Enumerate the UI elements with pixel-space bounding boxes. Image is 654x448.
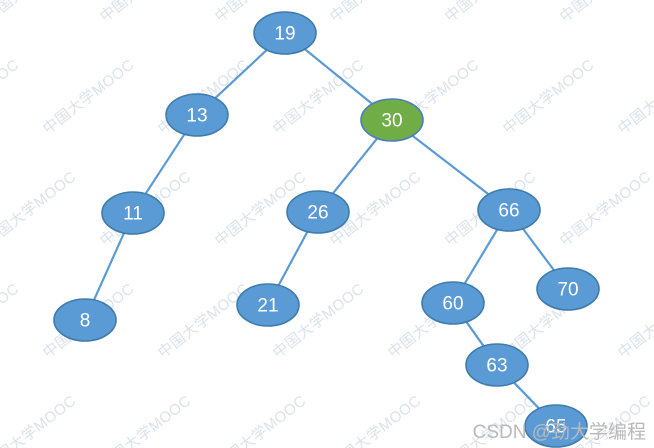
node-ellipse-highlighted: [360, 98, 424, 142]
tree-edge: [303, 48, 374, 105]
node-label: 11: [123, 204, 143, 225]
node-label: 60: [442, 294, 463, 315]
node-label: 70: [557, 280, 578, 301]
tree-edge: [465, 320, 485, 348]
tree-node-8[interactable]: 8: [53, 298, 117, 342]
tree-edge: [463, 228, 499, 285]
node-label: 65: [545, 417, 566, 438]
tree-node-30[interactable]: 30: [360, 98, 424, 142]
node-label: 21: [257, 296, 278, 317]
tree-edge: [512, 381, 541, 410]
tree-node-19[interactable]: 19: [253, 11, 317, 55]
node-ellipse: [286, 190, 350, 234]
node-label: 13: [186, 106, 207, 127]
node-ellipse: [53, 298, 117, 342]
csdn-watermark: CSDN @劲大学编程: [472, 422, 646, 443]
tree-nodes: 19 13 30 11 26 66 8 21 60 70 63 65: [53, 11, 600, 448]
node-ellipse: [253, 11, 317, 55]
tree-edge: [411, 134, 490, 196]
tree-node-11[interactable]: 11: [101, 191, 165, 235]
node-ellipse: [524, 404, 588, 448]
node-ellipse: [421, 281, 485, 325]
tree-edge: [277, 230, 309, 287]
tree-edge: [92, 231, 126, 302]
node-ellipse: [101, 191, 165, 235]
tree-node-70[interactable]: 70: [536, 267, 600, 311]
node-ellipse: [536, 267, 600, 311]
tree-edge: [331, 137, 379, 195]
tree-node-63[interactable]: 63: [465, 343, 529, 387]
node-ellipse: [477, 188, 541, 232]
tree-node-60[interactable]: 60: [421, 281, 485, 325]
tree-edge: [214, 48, 268, 100]
tree-edge: [521, 227, 556, 272]
node-ellipse: [165, 93, 229, 137]
tree-edges: [92, 48, 556, 410]
node-ellipse: [465, 343, 529, 387]
node-label: 30: [381, 111, 402, 132]
tree-node-13[interactable]: 13: [165, 93, 229, 137]
node-ellipse: [236, 283, 300, 327]
tree-node-21[interactable]: 21: [236, 283, 300, 327]
node-label: 26: [307, 203, 328, 224]
tree-node-66[interactable]: 66: [477, 188, 541, 232]
tree-node-26[interactable]: 26: [286, 190, 350, 234]
node-label: 19: [274, 24, 295, 45]
node-label: 66: [498, 201, 519, 222]
tree-node-65[interactable]: 65: [524, 404, 588, 448]
node-label: 8: [80, 311, 91, 332]
tree-edge: [144, 133, 186, 195]
node-label: 63: [486, 356, 507, 377]
